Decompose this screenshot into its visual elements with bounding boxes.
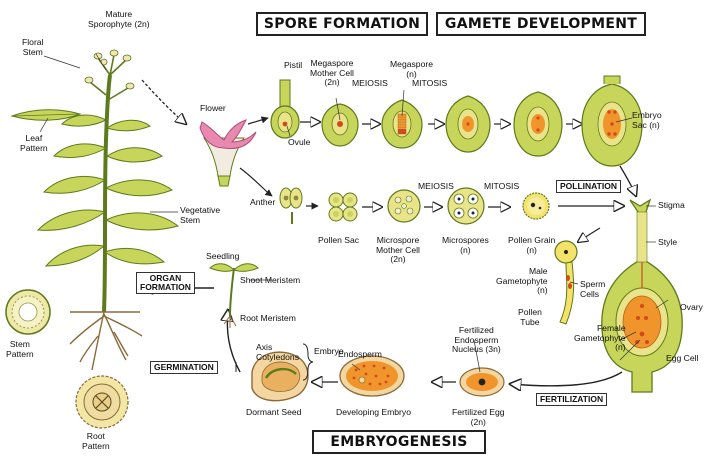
dormant-seed-illustration (251, 351, 309, 402)
label-meiosis-mid: MEIOSIS (418, 181, 454, 191)
pollen-sac-illustration (328, 192, 358, 222)
label-fertilized-endosperm: Fertilized Endosperm Nucleus (3n) (452, 325, 501, 355)
developing-embryo-illustration (339, 355, 405, 397)
seedling-illustration (209, 263, 259, 328)
embryo-sac-stage-2 (513, 91, 563, 157)
megaspore-illustration (381, 99, 423, 149)
pistil-cross-section (601, 198, 683, 393)
pistil-illustration (270, 79, 300, 139)
label-endosperm: Endosperm (338, 349, 382, 359)
label-male-gametophyte: Male Gametophyte (n) (496, 266, 548, 296)
label-fertilization: FERTILIZATION (536, 393, 608, 406)
label-mature-sporophyte: Mature Sporophyte (2n) (88, 9, 150, 29)
root-pattern-illustration (75, 375, 129, 429)
label-stigma: Stigma (658, 200, 685, 210)
label-egg-cell: Egg Cell (666, 353, 699, 363)
label-embryo: Embryo (314, 346, 344, 356)
label-pollen-grain: Pollen Grain (n) (508, 235, 556, 255)
label-meiosis-top: MEIOSIS (352, 78, 388, 88)
label-axis: Axis (256, 342, 273, 352)
header-gamete-development: GAMETE DEVELOPMENT (436, 12, 646, 36)
label-floral-stem: Floral Stem (22, 37, 44, 57)
leaf-pattern-illustration (10, 109, 82, 121)
label-megaspore: Megaspore (n) (390, 59, 433, 79)
label-root-pattern: Root Pattern (82, 431, 110, 451)
label-megaspore-mother-cell: Megaspore Mother Cell (2n) (310, 58, 354, 88)
label-leaf-pattern: Leaf Pattern (20, 133, 48, 153)
pollen-grain-illustration (522, 192, 550, 220)
label-ovule: Ovule (288, 137, 311, 147)
label-microspore-mother-cell: Microspore Mother Cell (2n) (376, 235, 420, 265)
header-spore-formation: SPORE FORMATION (256, 12, 428, 36)
label-anther: Anther (250, 197, 276, 207)
flower-illustration (199, 119, 257, 187)
label-pollen-sac: Pollen Sac (318, 235, 360, 245)
label-pistil: Pistil (284, 60, 303, 70)
label-cotyledons: Cotyledons (256, 352, 299, 362)
male-gametophyte-illustration (554, 240, 578, 325)
label-mitosis-mid: MITOSIS (484, 181, 520, 191)
label-shoot-meristem: Shoot Meristem (240, 275, 301, 285)
fertilized-egg-illustration (459, 367, 505, 397)
label-microspores: Microspores (n) (442, 235, 489, 255)
label-style: Style (658, 237, 678, 247)
label-female-gametophyte: Female Gametophyte (n) (574, 323, 626, 353)
label-flower: Flower (200, 103, 226, 113)
label-ovary: Ovary (680, 302, 703, 312)
microspore-mother-cell-illustration (387, 189, 421, 223)
header-embryogenesis: EMBRYOGENESIS (312, 430, 486, 454)
embryo-sac-illustration (581, 75, 643, 167)
label-organ-formation: ORGAN FORMATION (136, 272, 195, 294)
label-mitosis-top: MITOSIS (412, 78, 448, 88)
label-pollination: POLLINATION (556, 180, 621, 193)
label-pollen-tube: Pollen Tube (518, 307, 542, 327)
anther-illustration (279, 187, 303, 224)
mature-sporophyte-plant (36, 49, 180, 371)
embryo-sac-stage-1 (445, 95, 491, 153)
label-dormant-seed: Dormant Seed (246, 407, 302, 417)
label-embryo-sac: Embryo Sac (n) (632, 110, 662, 130)
label-sperm-cells: Sperm Cells (580, 279, 606, 299)
microspores-illustration (447, 187, 485, 225)
label-fertilized-egg: Fertilized Egg (2n) (452, 407, 505, 427)
label-vegetative-stem: Vegetative Stem (180, 205, 221, 225)
label-stem-pattern: Stem Pattern (6, 339, 34, 359)
label-root-meristem: Root Meristem (240, 313, 296, 323)
label-seedling: Seedling (206, 251, 240, 261)
label-germination: GERMINATION (150, 361, 218, 374)
megaspore-mother-cell-illustration (321, 103, 359, 147)
stem-pattern-illustration (5, 289, 51, 335)
label-developing-embryo: Developing Embryo (336, 407, 411, 417)
